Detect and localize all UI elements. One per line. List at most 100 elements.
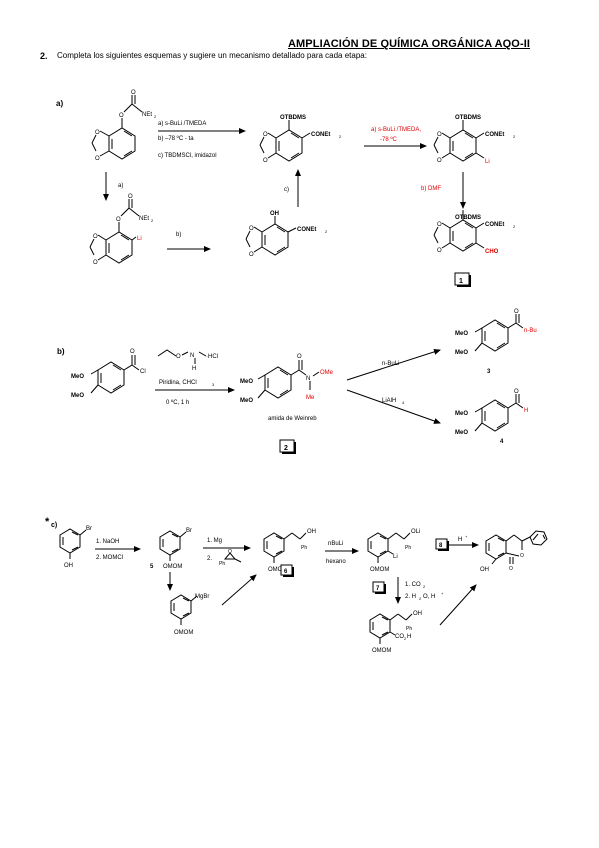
svg-text:O: O <box>437 158 442 164</box>
svg-text:O: O <box>116 217 121 223</box>
svg-text:O: O <box>520 553 524 559</box>
svg-text:Li: Li <box>485 159 490 165</box>
condition-tbdmscl: c) TBDMSCl, imidazol <box>158 153 217 159</box>
svg-text:H: H <box>524 408 528 414</box>
svg-text:O: O <box>297 354 302 360</box>
condition-mg: 1. Mg <box>207 538 222 544</box>
svg-text:OMOM: OMOM <box>163 564 182 570</box>
molecule-product-1 <box>433 210 485 252</box>
svg-text:CO: CO <box>395 634 404 640</box>
svg-text:2: 2 <box>423 584 426 589</box>
svg-text:OMOM: OMOM <box>372 648 391 654</box>
condition-piridina: Piridina, CHCl <box>159 380 197 386</box>
svg-text:·HCl: ·HCl <box>206 354 218 360</box>
svg-text:n-Bu: n-Bu <box>524 328 537 334</box>
svg-text:OMe: OMe <box>320 370 334 376</box>
svg-text:NEt: NEt <box>142 112 152 118</box>
svg-text:CONEt: CONEt <box>485 132 504 138</box>
svg-text:OTBDMS: OTBDMS <box>280 115 306 121</box>
scheme-c-star: * <box>45 516 50 528</box>
molecule-a2 <box>259 120 311 162</box>
svg-text:O, H: O, H <box>423 594 435 600</box>
svg-text:NEt: NEt <box>139 216 149 222</box>
svg-text:2: 2 <box>151 218 154 223</box>
svg-text:O: O <box>228 549 232 555</box>
condition-co2: 1. CO <box>405 582 421 588</box>
condition-hexano: hexano <box>326 559 346 565</box>
scheme-a-label: a) <box>56 99 63 108</box>
svg-text:O: O <box>437 222 442 228</box>
svg-text:Ph: Ph <box>301 545 307 551</box>
svg-text:H: H <box>407 634 411 640</box>
svg-text:O: O <box>128 194 133 200</box>
question-number: 2. <box>40 51 48 61</box>
condition-nbuli: n-BuLi <box>382 361 399 367</box>
svg-text:H: H <box>458 537 462 543</box>
condition-h2o: 2. H <box>405 594 416 600</box>
svg-text:2: 2 <box>154 114 157 119</box>
svg-text:O: O <box>249 252 254 258</box>
svg-text:O: O <box>514 309 519 315</box>
svg-text:6: 6 <box>284 569 288 575</box>
svg-text:MeO: MeO <box>455 350 468 356</box>
svg-text:CHO: CHO <box>485 249 499 255</box>
svg-text:O: O <box>176 354 181 360</box>
condition-lialh4: LiAlH <box>382 398 396 404</box>
svg-text:3: 3 <box>212 382 215 387</box>
svg-text:2.: 2. <box>207 556 212 562</box>
svg-text:Ph: Ph <box>405 545 411 551</box>
arrow-label-a: a) <box>118 183 123 189</box>
svg-text:OLi: OLi <box>411 529 420 535</box>
question-text: Completa los siguientes esquemas y sugie… <box>57 51 367 60</box>
compound-number-3: 3 <box>487 369 491 375</box>
svg-text:H: H <box>192 366 196 372</box>
molecule-weinreb-amide <box>257 360 320 399</box>
compound-number-5: 5 <box>150 564 154 570</box>
svg-text:OMOM: OMOM <box>268 567 287 573</box>
svg-text:MeO: MeO <box>455 331 468 337</box>
svg-text:8: 8 <box>439 543 443 549</box>
scheme-c-label: c) <box>51 522 57 529</box>
svg-text:OH: OH <box>307 529 316 535</box>
condition-temp: b) –78 ºC - ta <box>158 135 194 142</box>
svg-text:MeO: MeO <box>240 398 253 404</box>
condition-dmf: b) DMF <box>421 186 441 192</box>
svg-text:OMOM: OMOM <box>370 567 389 573</box>
molecule-compound-6 <box>263 532 307 563</box>
epoxide <box>223 552 242 563</box>
svg-text:OH: OH <box>64 563 73 569</box>
svg-text:MeO: MeO <box>455 430 468 436</box>
svg-text:OTBDMS: OTBDMS <box>455 115 481 121</box>
svg-text:2: 2 <box>404 636 407 641</box>
molecule-a6 <box>245 216 297 256</box>
condition-nbuli-c: nBuLi <box>328 541 343 547</box>
page-title: AMPLIACIÓN DE QUÍMICA ORGÁNICA AQO-II <box>288 38 531 50</box>
svg-text:O: O <box>130 349 135 355</box>
svg-text:OMOM: OMOM <box>174 630 193 636</box>
molecule-compound-5 <box>159 530 187 561</box>
condition-red-sbuli: a) s-BuLi /TMEDA, <box>371 127 421 133</box>
svg-text:Li: Li <box>393 554 398 560</box>
svg-text:2: 2 <box>513 224 516 229</box>
condition-momcl: 2. MOMCl <box>96 555 123 561</box>
svg-text:1: 1 <box>459 278 463 285</box>
svg-text:+: + <box>465 534 468 539</box>
molecule-isochromanone <box>485 530 548 565</box>
svg-text:O: O <box>437 132 442 138</box>
svg-text:Me: Me <box>306 395 315 401</box>
svg-text:Cl: Cl <box>140 369 146 375</box>
svg-text:O: O <box>95 156 100 162</box>
scheme-b-label: b) <box>57 347 65 356</box>
svg-text:O: O <box>93 234 98 240</box>
svg-text:OH: OH <box>270 211 279 217</box>
svg-text:O: O <box>263 132 268 138</box>
svg-text:O: O <box>514 389 519 395</box>
condition-temp-b: 0 ºC, 1 h <box>166 399 189 406</box>
molecule-aldehyde-4 <box>474 394 524 432</box>
svg-text:CONEt: CONEt <box>297 227 316 233</box>
svg-text:CONEt: CONEt <box>485 222 504 228</box>
svg-text:MeO: MeO <box>71 374 84 380</box>
svg-text:O: O <box>509 566 513 572</box>
svg-text:2: 2 <box>339 134 342 139</box>
condition-naoh: 1. NaOH <box>96 539 119 545</box>
